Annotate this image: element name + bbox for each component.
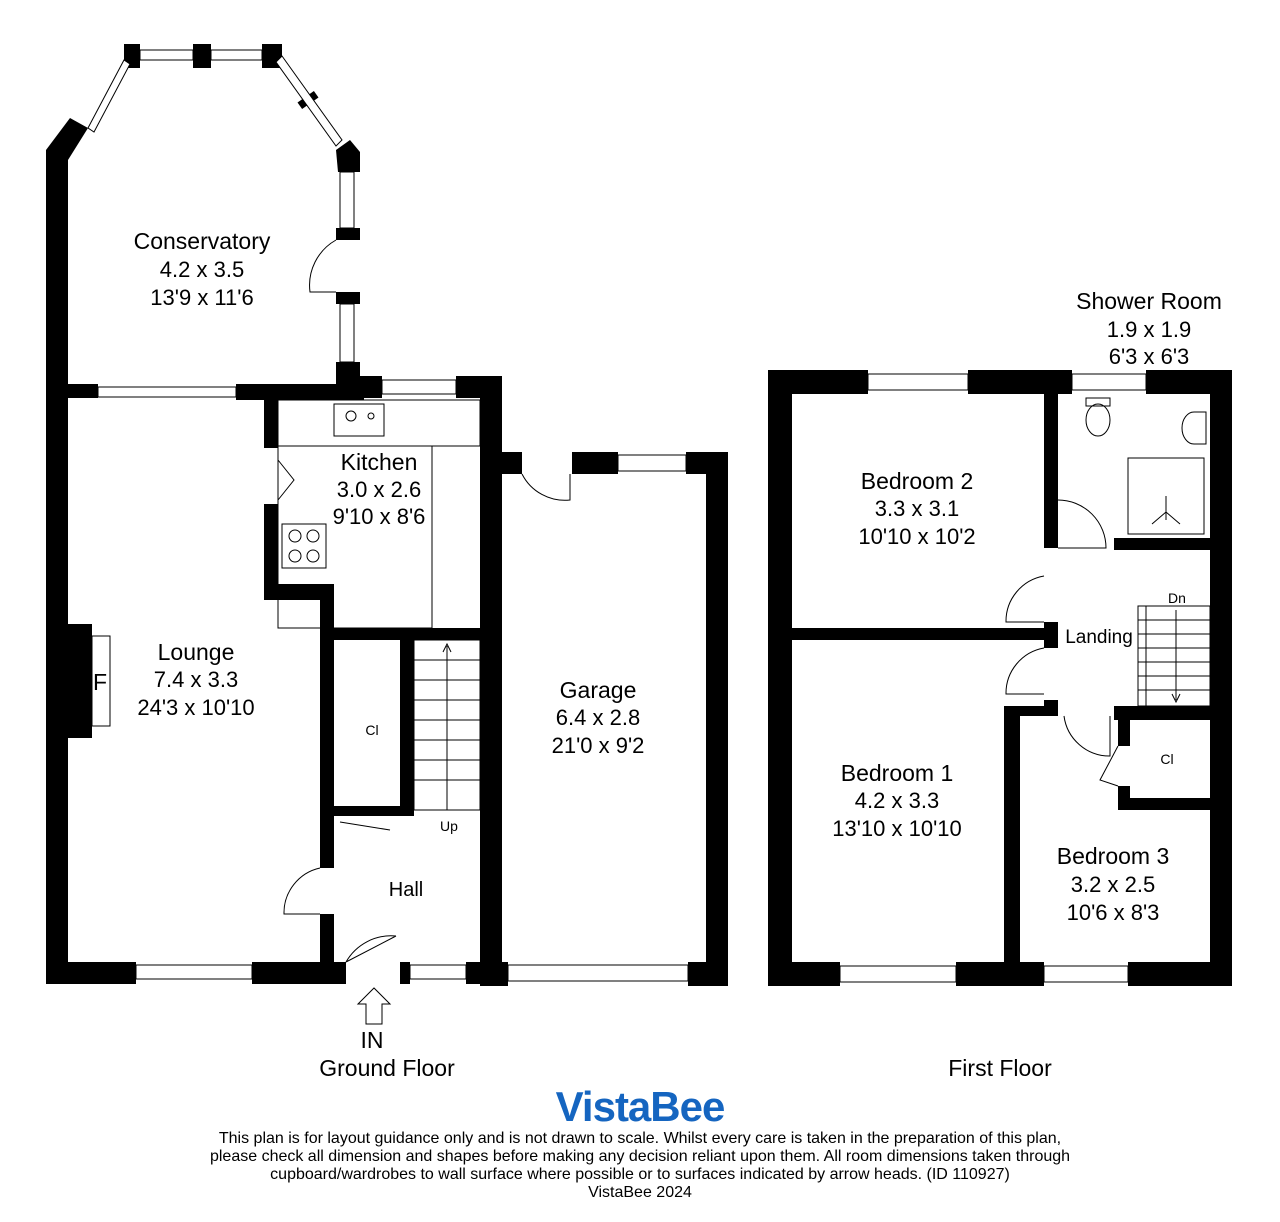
first-floor-label: First Floor <box>948 1055 1052 1081</box>
disclaimer-line: please check all dimension and shapes be… <box>209 1148 1071 1165</box>
first-cupboard-marker: Cl <box>1160 751 1173 767</box>
bedroom1-imperial: 13'10 x 10'10 <box>832 816 962 841</box>
copyright: VistaBee 2024 <box>588 1184 692 1201</box>
ground-stairs <box>413 639 481 811</box>
ground-cupboard-marker: Cl <box>365 722 378 738</box>
bedroom3-imperial: 10'6 x 8'3 <box>1067 900 1160 925</box>
kitchen-walls <box>264 376 502 986</box>
garage-metric: 6.4 x 2.8 <box>556 705 640 730</box>
conservatory-imperial: 13'9 x 11'6 <box>150 285 253 310</box>
hall-walls <box>334 639 502 984</box>
lounge-imperial: 24'3 x 10'10 <box>137 695 254 720</box>
ground-floor-label: Ground Floor <box>319 1055 455 1081</box>
first-floor-stairs <box>1137 605 1211 707</box>
lounge-metric: 7.4 x 3.3 <box>154 667 238 692</box>
shower-room-imperial: 6'3 x 6'3 <box>1109 344 1190 369</box>
lounge-name: Lounge <box>158 639 235 665</box>
stairs-down-marker: Dn <box>1168 590 1186 606</box>
kitchen-imperial: 9'10 x 8'6 <box>333 504 426 529</box>
disclaimer-line: This plan is for layout guidance only an… <box>218 1130 1062 1147</box>
hall-name: Hall <box>389 879 423 901</box>
fireplace-marker: F <box>93 669 107 695</box>
bedroom2-metric: 3.3 x 3.1 <box>875 496 959 521</box>
bedroom3-name: Bedroom 3 <box>1057 843 1170 869</box>
bedroom3-metric: 3.2 x 2.5 <box>1071 872 1155 897</box>
entrance-arrow <box>356 987 392 1025</box>
shower-room-metric: 1.9 x 1.9 <box>1107 317 1191 342</box>
entrance-marker: IN <box>361 1027 384 1053</box>
kitchen-metric: 3.0 x 2.6 <box>337 477 421 502</box>
shower-room-name: Shower Room <box>1076 288 1222 314</box>
bedroom2-name: Bedroom 2 <box>861 468 974 494</box>
disclaimer-line: cupboard/wardrobes to wall surface where… <box>270 1166 1010 1183</box>
garage-imperial: 21'0 x 9'2 <box>552 733 645 758</box>
room-labels: Conservatory 4.2 x 3.5 13'9 x 11'6 Kitch… <box>93 228 1222 1081</box>
stairs-up-marker: Up <box>440 818 458 834</box>
conservatory-metric: 4.2 x 3.5 <box>160 257 244 282</box>
conservatory-name: Conservatory <box>134 228 271 254</box>
bedroom2-imperial: 10'10 x 10'2 <box>858 524 975 549</box>
lounge-walls <box>46 384 364 984</box>
ground-floor-plan <box>46 44 728 1025</box>
first-floor-plan <box>768 370 1232 986</box>
bedroom1-name: Bedroom 1 <box>841 760 954 786</box>
kitchen-name: Kitchen <box>341 449 418 475</box>
garage-name: Garage <box>560 677 637 703</box>
brand-logo: VistaBee <box>555 1083 726 1130</box>
garage-walls <box>480 452 728 986</box>
bedroom1-metric: 4.2 x 3.3 <box>855 788 939 813</box>
conservatory-walls <box>46 44 360 385</box>
disclaimer: This plan is for layout guidance only an… <box>150 1130 1130 1202</box>
landing-name: Landing <box>1065 627 1133 648</box>
